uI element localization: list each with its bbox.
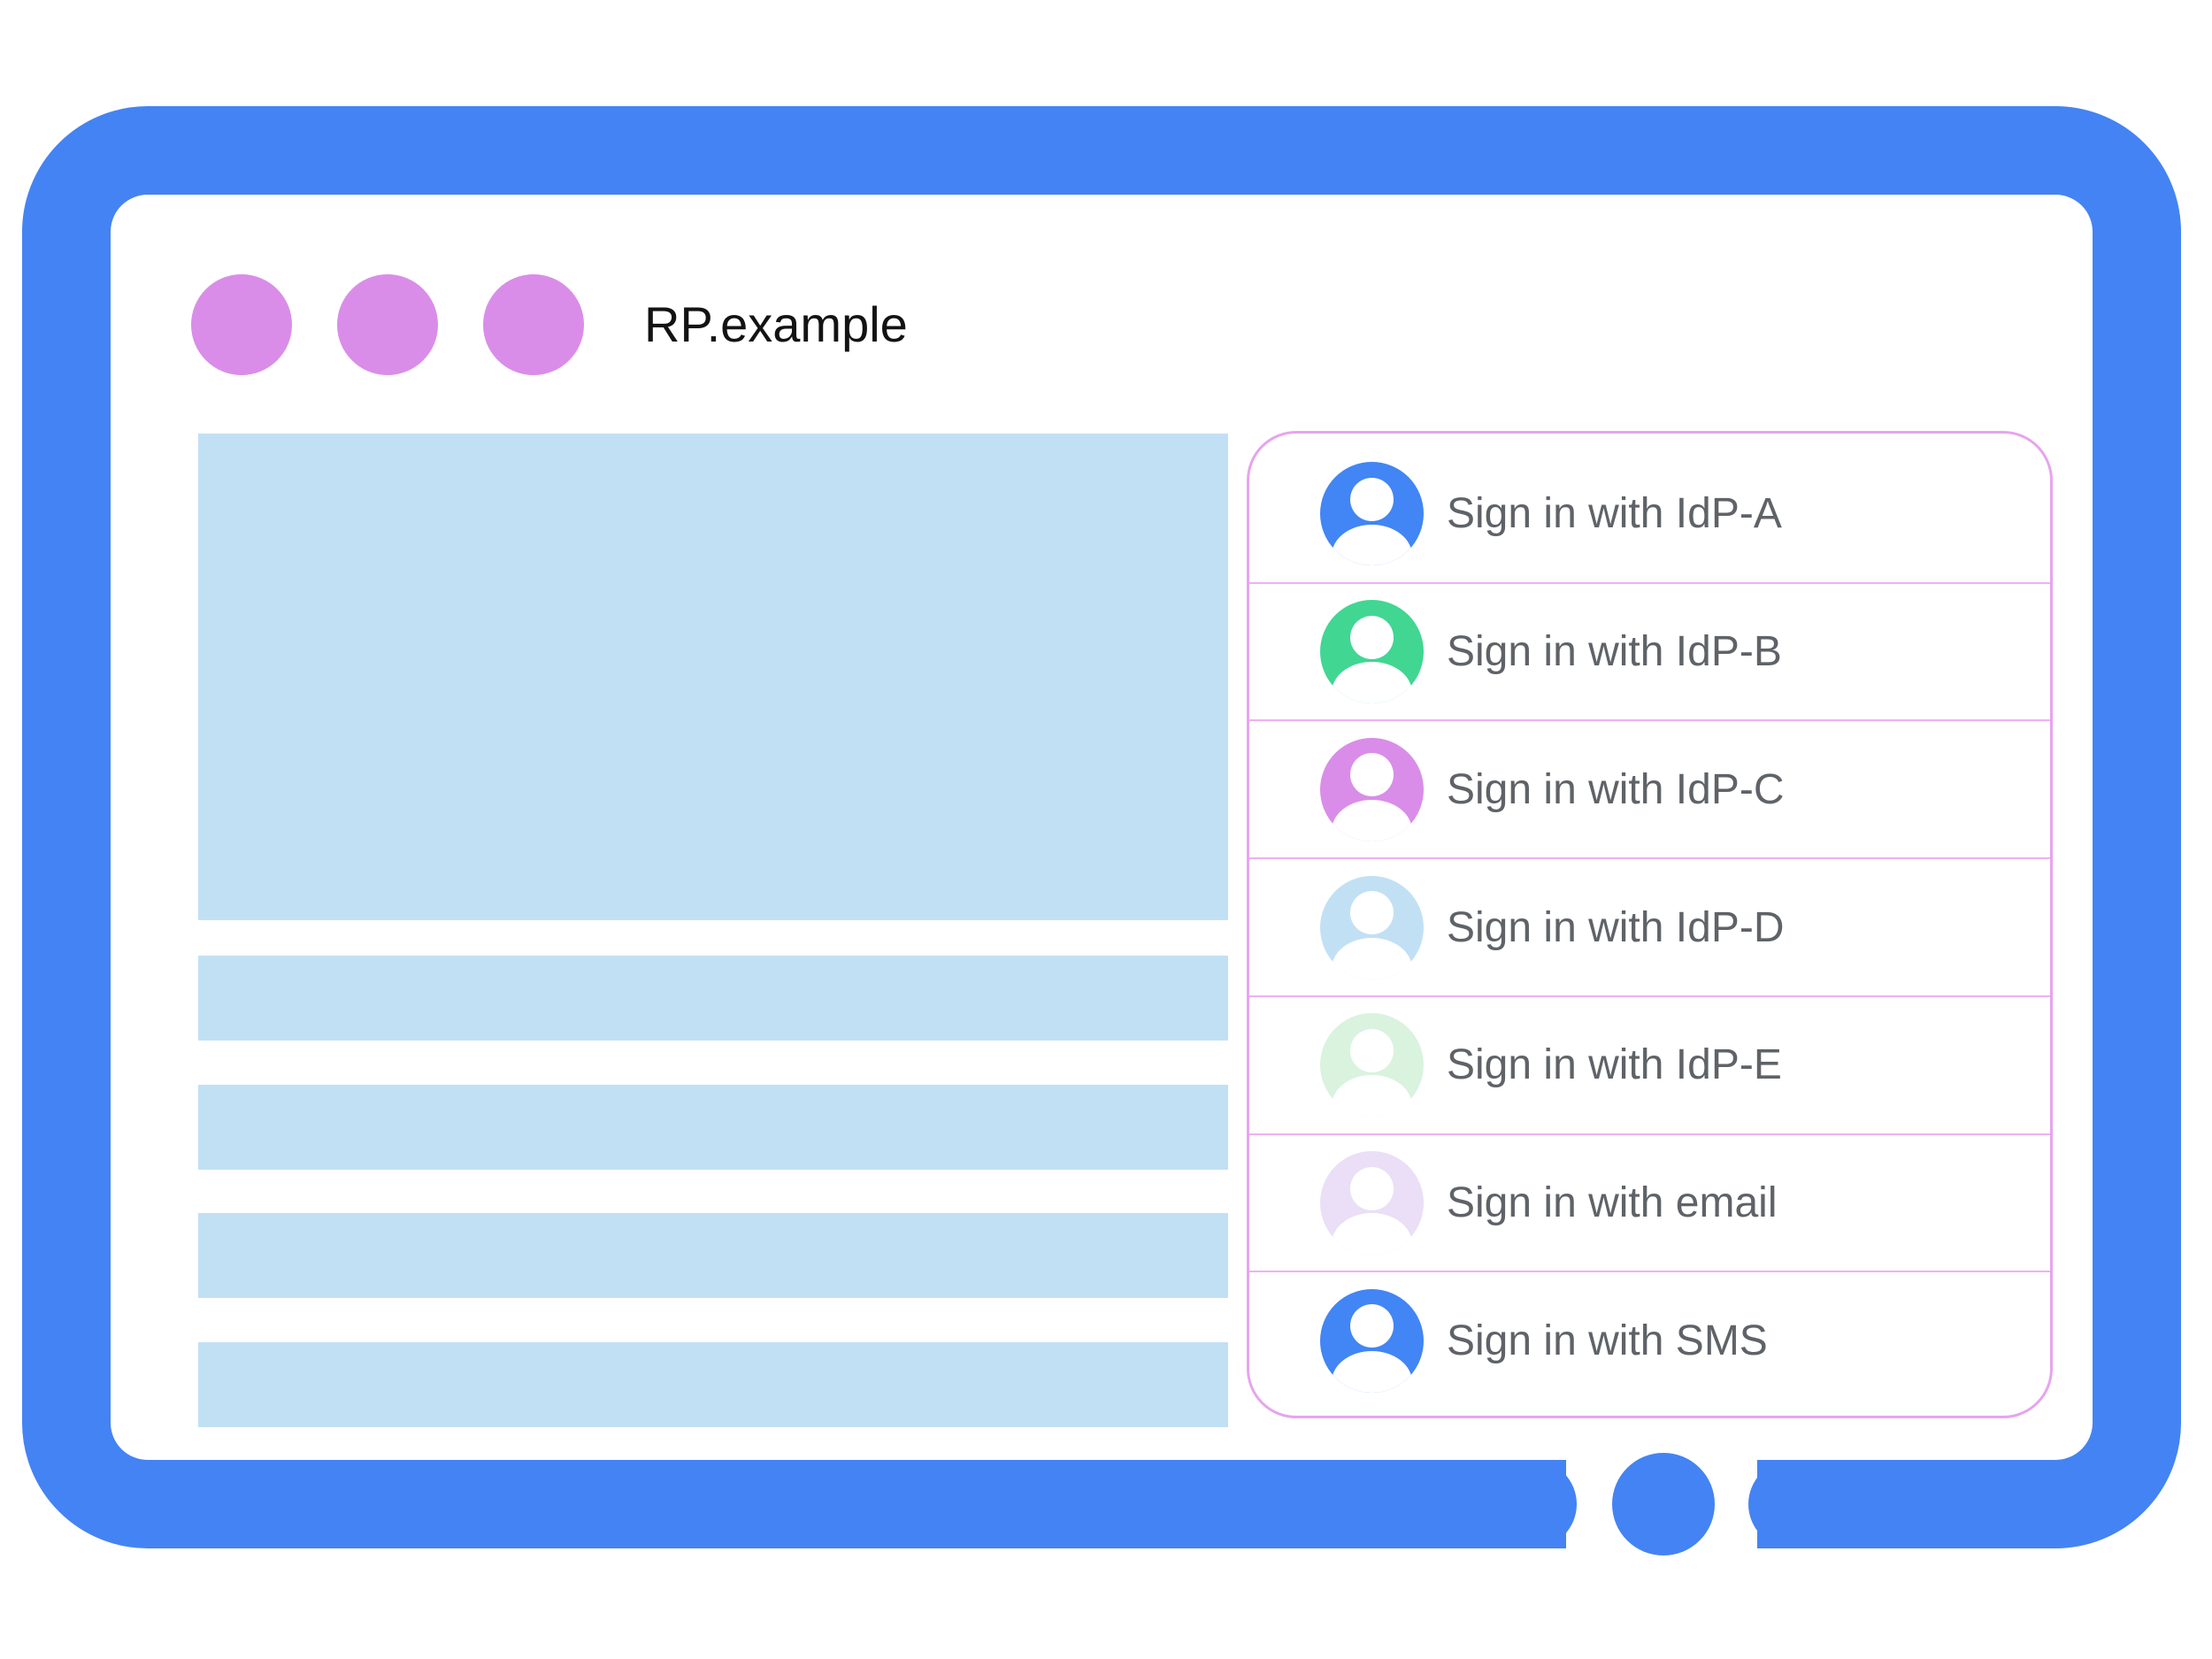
frame-band-left-cap xyxy=(1488,1460,1577,1548)
avatar-head-shape xyxy=(1349,615,1394,659)
signin-option-idp-b[interactable]: Sign in with IdP-B xyxy=(1249,581,2050,720)
account-avatar-icon xyxy=(1320,600,1424,704)
frame-band-right-cap xyxy=(1748,1460,1837,1548)
page-title: RP.example xyxy=(644,296,908,352)
signin-option-label: Sign in with email xyxy=(1447,1179,1778,1226)
signin-option-idp-e[interactable]: Sign in with IdP-E xyxy=(1249,995,2050,1133)
signin-option-label: Sign in with IdP-E xyxy=(1447,1041,1782,1089)
avatar-body-shape xyxy=(1331,937,1413,979)
avatar-head-shape xyxy=(1349,753,1394,797)
avatar-head-shape xyxy=(1349,891,1394,935)
account-avatar-icon xyxy=(1320,737,1424,841)
signin-option-sms[interactable]: Sign in with SMS xyxy=(1249,1271,2050,1409)
account-avatar-icon xyxy=(1320,1013,1424,1118)
avatar-body-shape xyxy=(1331,1350,1413,1393)
signin-option-idp-a[interactable]: Sign in with IdP-A xyxy=(1249,446,2050,582)
avatar-head-shape xyxy=(1349,477,1394,522)
avatar-body-shape xyxy=(1331,524,1413,566)
signin-option-email[interactable]: Sign in with email xyxy=(1249,1133,2050,1271)
avatar-body-shape xyxy=(1331,662,1413,704)
avatar-head-shape xyxy=(1349,1028,1394,1072)
hero-content-placeholder xyxy=(198,434,1228,920)
signin-option-label: Sign in with IdP-A xyxy=(1447,490,1782,538)
signin-option-idp-c[interactable]: Sign in with IdP-C xyxy=(1249,719,2050,857)
account-avatar-icon xyxy=(1320,875,1424,979)
text-line-placeholder xyxy=(198,956,1228,1041)
signin-option-label: Sign in with IdP-C xyxy=(1447,765,1785,813)
avatar-body-shape xyxy=(1331,1075,1413,1118)
window-controls xyxy=(191,274,584,375)
signin-option-idp-d[interactable]: Sign in with IdP-D xyxy=(1249,857,2050,995)
text-line-placeholder xyxy=(198,1342,1228,1427)
signin-chooser-panel: Sign in with IdP-A Sign in with IdP-B Si… xyxy=(1247,431,2053,1418)
signin-option-label: Sign in with IdP-D xyxy=(1447,903,1785,951)
window-control-dot[interactable] xyxy=(337,274,438,375)
signin-option-label: Sign in with SMS xyxy=(1447,1317,1768,1364)
text-line-placeholder xyxy=(198,1085,1228,1170)
avatar-body-shape xyxy=(1331,1213,1413,1255)
account-avatar-icon xyxy=(1320,462,1424,566)
home-button[interactable] xyxy=(1612,1453,1715,1555)
avatar-head-shape xyxy=(1349,1304,1394,1348)
window-control-dot[interactable] xyxy=(483,274,584,375)
window-control-dot[interactable] xyxy=(191,274,292,375)
account-avatar-icon xyxy=(1320,1150,1424,1255)
signin-option-label: Sign in with IdP-B xyxy=(1447,628,1782,676)
account-avatar-icon xyxy=(1320,1288,1424,1393)
avatar-body-shape xyxy=(1331,799,1413,841)
text-line-placeholder xyxy=(198,1213,1228,1298)
avatar-head-shape xyxy=(1349,1166,1394,1210)
